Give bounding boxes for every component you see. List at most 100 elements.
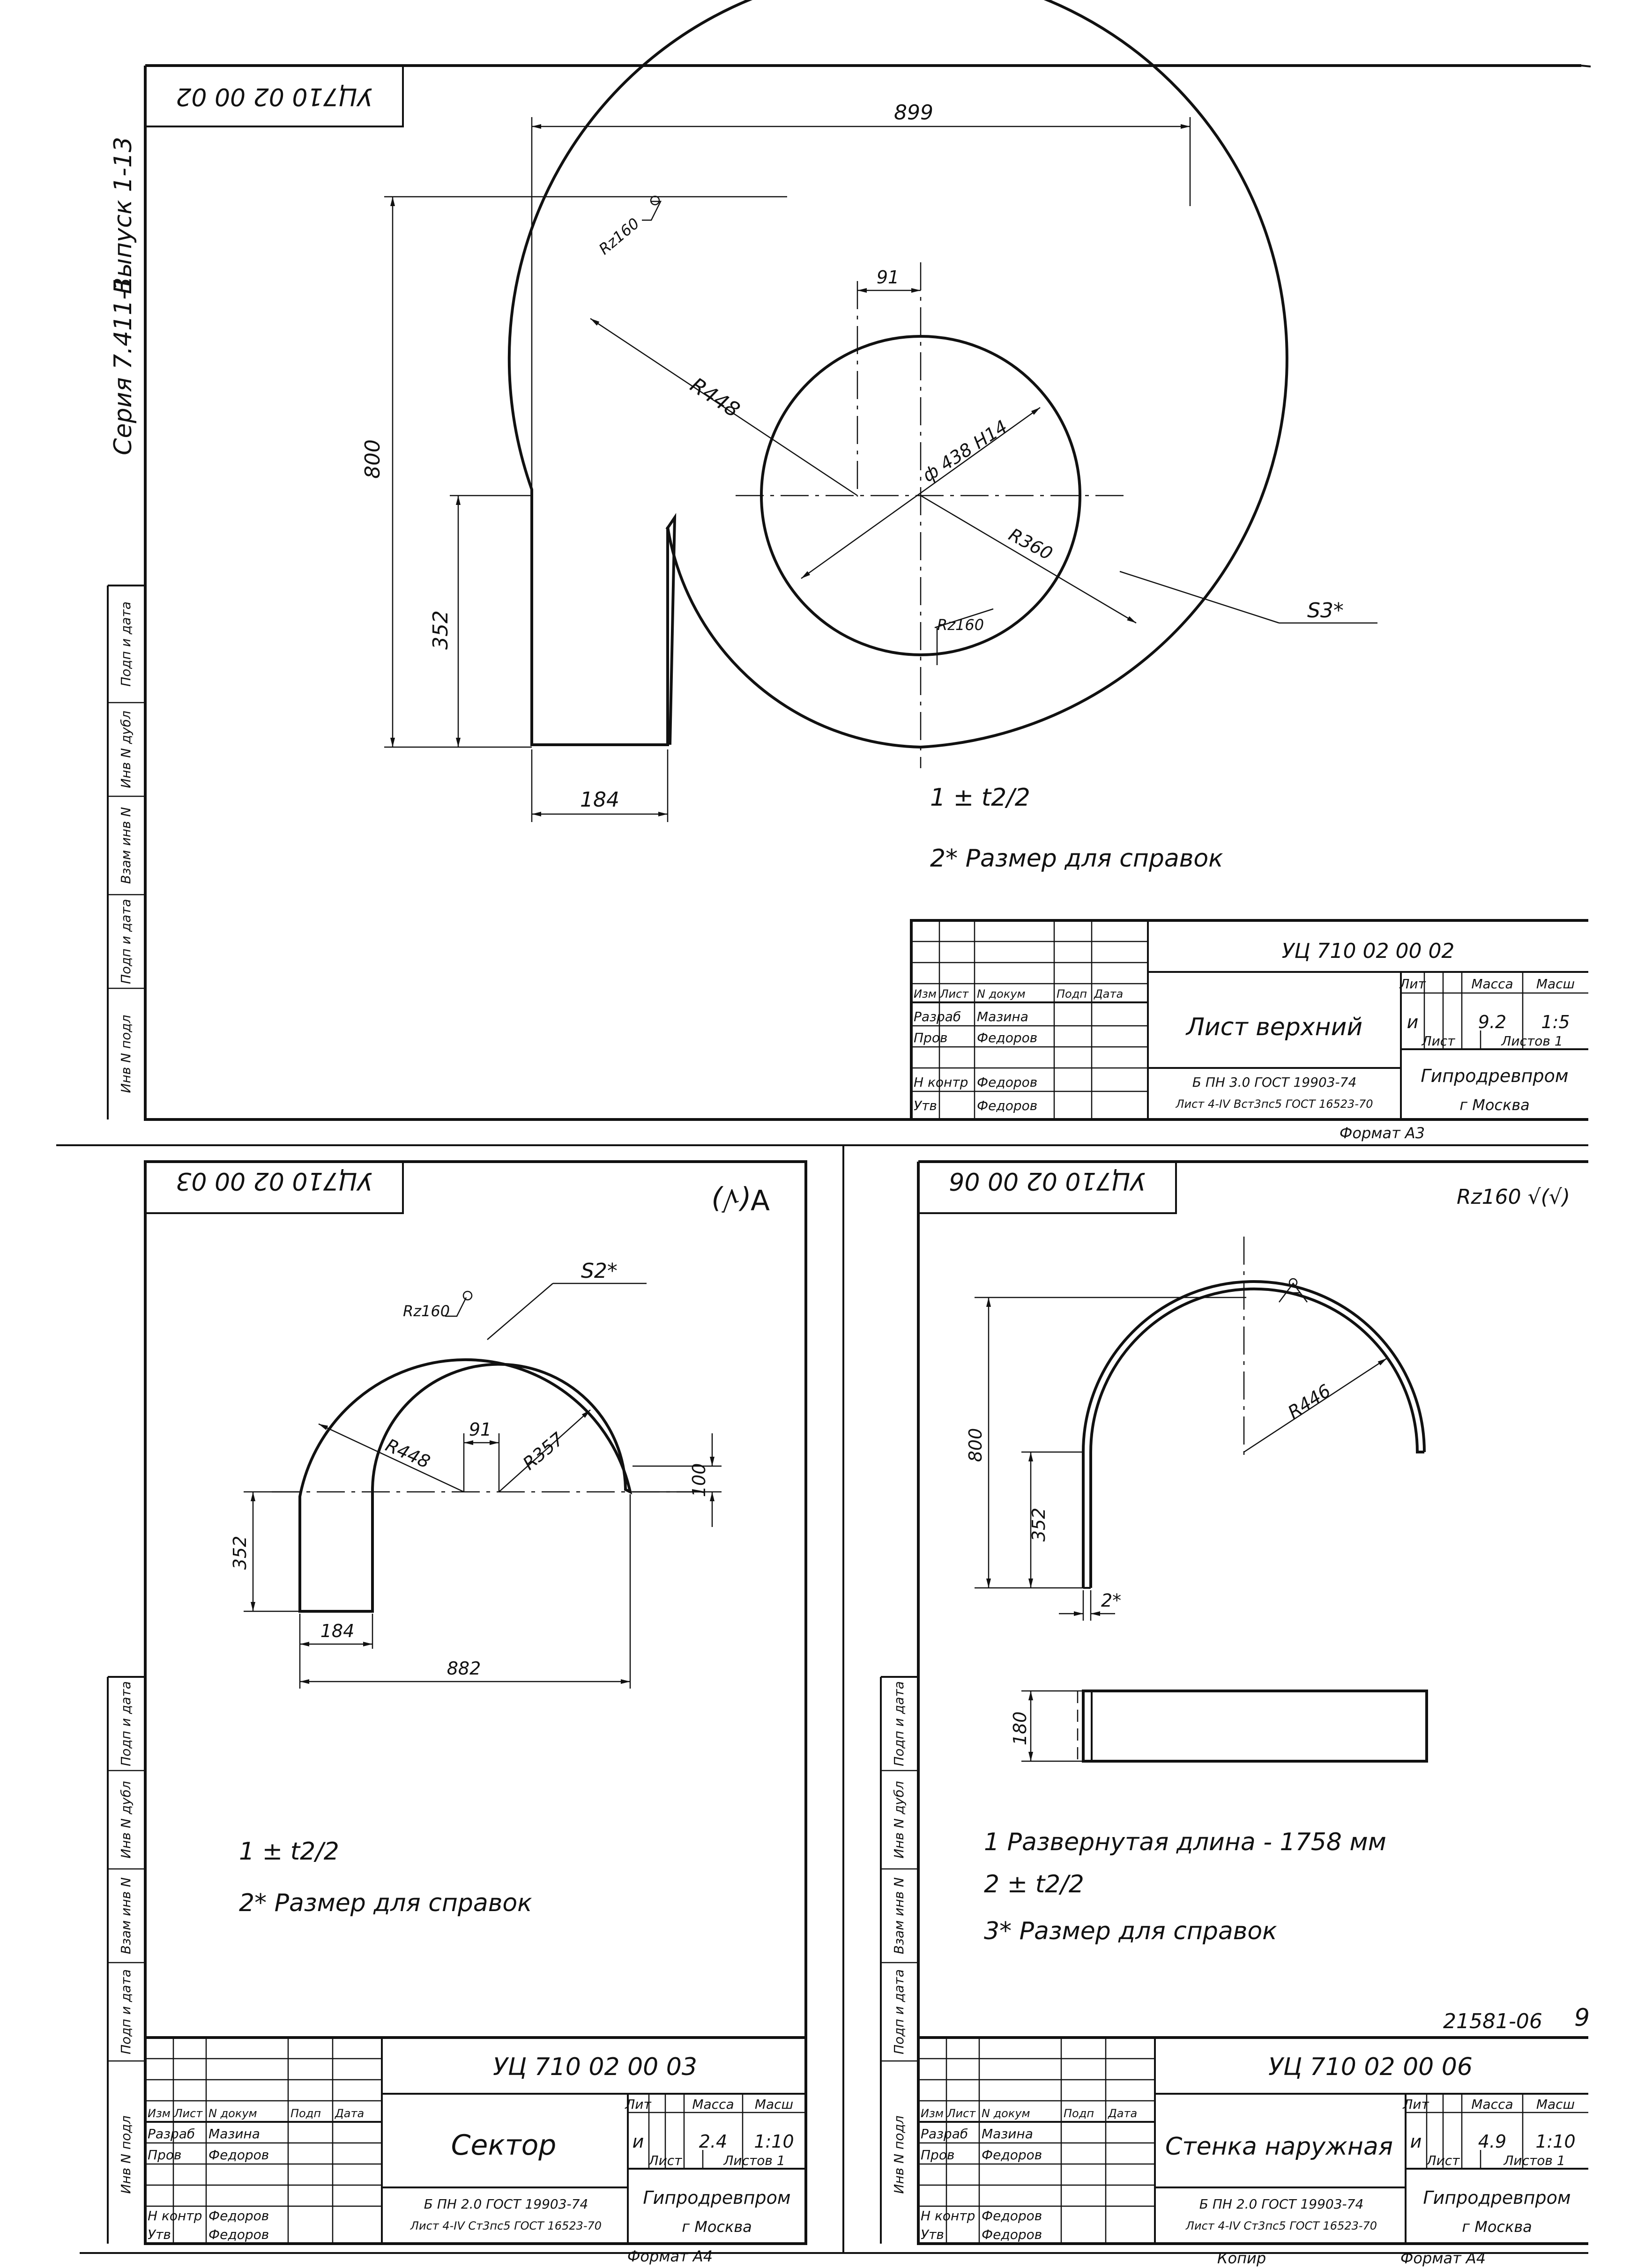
right-tb-material-2: Лист 4-IV Ст3пс5 ГОСТ 16523-70 [1185,2219,1377,2232]
right-margin-label-2: Подп и дата [891,1969,907,2054]
left-dim-slot: 184 [320,1621,355,1641]
top-frame [144,66,1588,1121]
left-code-stamp: УЦ710 02 00 03 [176,1167,372,1195]
right-dim-height: 800 [965,1428,986,1462]
left-tb-scale-label: Масш [755,2097,793,2112]
right-copy-label: Копир [1217,2249,1266,2267]
right-tb-mass-label: Масса [1471,2097,1513,2112]
top-tb-nk-label: Н контр [914,1075,968,1090]
left-rough-mark: ∀(√) [711,1183,770,1216]
right-tb-code: УЦ 710 02 00 06 [1268,2053,1473,2081]
right-tb-sheet-label: Лист [1426,2153,1460,2168]
right-tb-nk-name: Федоров [982,2208,1042,2224]
left-rough: Rz160 [403,1302,450,1320]
top-tb-mass-label: Масса [1471,976,1513,992]
left-tb-row-izm: Изм Лист [148,2107,203,2120]
right-note-3: 3* Размер для справок [984,1917,1277,1945]
top-tb-code: УЦ 710 02 00 02 [1282,939,1455,963]
top-tb-dev-label: Разраб [914,1009,961,1024]
right-dim-radius: R446 [1284,1380,1334,1423]
top-tb-format: Формат А3 [1340,1124,1425,1142]
right-rough-mark: Rz160 √(√) [1457,1185,1570,1209]
top-tb-sheet-label: Лист [1422,1033,1456,1049]
top-tb-nk-name: Федоров [977,1075,1037,1090]
left-margin-label-5: Подп и дата [118,1681,134,1766]
left-dim-lower: 352 [230,1536,250,1570]
left-tb-mass-label: Масса [692,2097,734,2112]
left-tb-sheets-label: Листов 1 [723,2153,785,2168]
left-tb-format: Формат А4 [627,2247,713,2265]
top-dim-bore: ф 438 Н14 [919,416,1011,486]
top-tb-scale-label: Масш [1536,976,1575,992]
right-tb-app-label: Утв [921,2227,944,2242]
top-dim-outer-r: R448 [686,373,744,422]
top-dimensions: 899 800 352 184 91 R448 ф 438 Н14 R360 R… [361,101,1377,822]
left-tb-org: Гипродревпром [643,2187,790,2208]
right-tb-scale-label: Масш [1536,2097,1575,2112]
top-tb-app-label: Утв [914,1098,937,1113]
top-tb-scale: 1:5 [1541,1012,1570,1032]
right-dim-lower: 352 [1028,1508,1049,1542]
top-rough-2: Rz160 [937,616,984,634]
top-issue-label: Выпуск 1-13 [109,137,137,294]
left-tb-row-sign: Подп [290,2107,321,2120]
right-stamp-num: 21581-06 [1443,2009,1542,2033]
top-margin-label-2: Подп и дата [118,899,134,984]
top-tb-row-date: Дата [1094,987,1123,1001]
right-tb-chk-name: Федоров [982,2147,1042,2163]
right-tb-format: Формат А4 [1400,2249,1486,2267]
top-code-stamp-box [144,66,404,127]
top-margin-label-3: Взам инв N [118,807,134,884]
left-tb-row-date: Дата [335,2107,364,2120]
left-dimensions: R448 R357 91 100 352 184 882 [230,1259,722,1689]
right-margin-label-3: Взам инв N [891,1877,907,1954]
top-tb-dev-name: Мазина [977,1009,1028,1024]
top-margin-label-5: Подп и дата [118,601,134,687]
top-tb-name: Лист верхний [1185,1013,1362,1041]
left-dim-inner-r: R357 [519,1429,568,1474]
right-part-outline [1077,1237,1428,1763]
left-tb-nk-name: Федоров [208,2208,269,2224]
right-tb-city: г Москва [1462,2218,1532,2236]
top-dim-width: 899 [894,101,933,125]
right-tb-org: Гипродревпром [1423,2187,1571,2208]
top-tb-mass: 9.2 [1478,1012,1506,1032]
right-note-1: 1 Развернутая длина - 1758 мм [984,1828,1386,1856]
right-title-block: Изм Лист N докум Подп Дата Разраб Мазина… [918,2036,1588,2267]
left-code-stamp-box [144,1162,404,1214]
right-dimensions: 800 352 2* R446 180 [965,1278,1387,1762]
left-part-outline [272,1358,703,1613]
left-tb-city: г Москва [682,2218,752,2236]
top-thickness: S3* [1307,599,1344,623]
right-note-2: 2 ± t2/2 [984,1870,1084,1898]
top-tb-row-sign: Подп [1057,987,1087,1001]
left-tb-lit: и [633,2131,644,2152]
left-margin-label-3: Взам инв N [118,1877,134,1954]
top-tb-app-name: Федоров [977,1098,1037,1113]
right-tb-mass: 4.9 [1478,2131,1506,2152]
left-tb-material-1: Б ПН 2.0 ГОСТ 19903-74 [424,2196,588,2212]
top-tb-org: Гипродревпром [1421,1066,1568,1086]
left-note-2: 2* Размер для справок [239,1889,532,1917]
top-tb-material-1: Б ПН 3.0 ГОСТ 19903-74 [1192,1075,1357,1090]
right-tb-dev-label: Разраб [921,2126,968,2142]
right-strip-view [1082,1690,1428,1763]
top-dim-lower: 352 [429,610,453,650]
left-tb-material-2: Лист 4-IV Ст3пс5 ГОСТ 16523-70 [410,2219,602,2232]
top-series-label: Серия 7.411-1 [109,275,137,455]
right-tb-dev-name: Мазина [982,2126,1033,2142]
right-dim-width: 180 [1010,1712,1030,1746]
top-dim-height: 800 [361,439,385,479]
right-tb-app-name: Федоров [982,2227,1042,2242]
right-sheet: УЦ710 02 00 06 Rz160 √(√) Подп и дата Ин… [880,1160,1590,2267]
left-sheet: УЦ710 02 00 03 ∀(√) Подп и дата Инв N ду… [107,1160,807,2265]
top-tb-lit: и [1407,1012,1419,1032]
top-dim-inner-r: R360 [1005,524,1056,564]
left-tb-chk-name: Федоров [208,2147,269,2163]
right-tb-row-izm: Изм Лист [921,2107,976,2120]
top-tb-sheets-label: Листов 1 [1501,1033,1563,1049]
left-margin-label-1: Инв N подл [118,2115,134,2194]
top-dim-slot: 184 [580,788,619,812]
top-sheet: УЦ710 02 00 02 Подп и дата Инв N дубл Вз… [107,0,1591,1142]
right-tb-material-1: Б ПН 2.0 ГОСТ 19903-74 [1199,2196,1364,2212]
